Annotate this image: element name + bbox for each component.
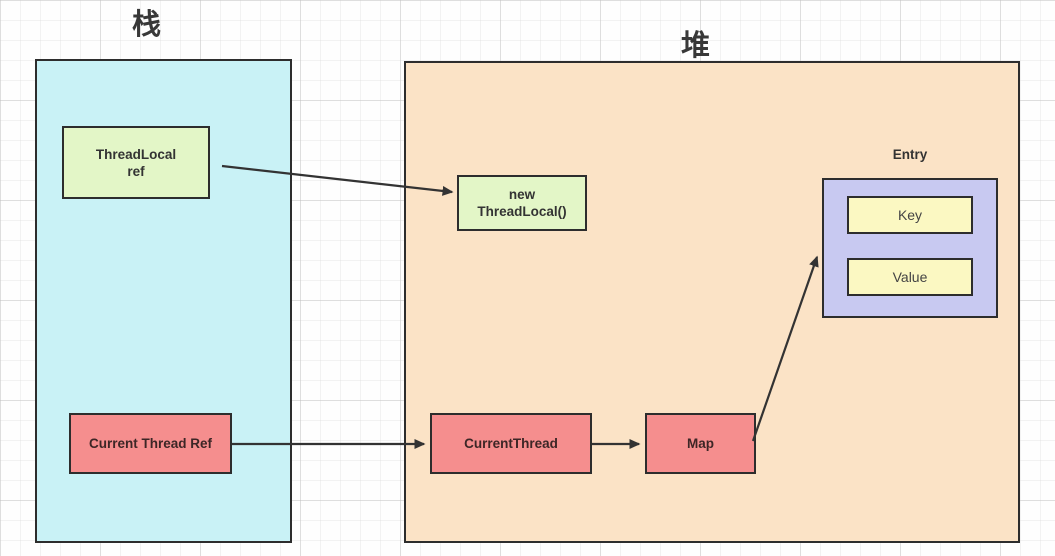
threadlocal-ref-label-line1: ThreadLocal bbox=[95, 146, 177, 162]
current-thread-ref-node: Current Thread Ref bbox=[69, 413, 232, 474]
entry-key-node: Key bbox=[847, 196, 973, 234]
entry-value-node: Value bbox=[847, 258, 973, 296]
map-node: Map bbox=[645, 413, 756, 474]
threadlocal-ref-label-line2: ref bbox=[127, 163, 145, 179]
entry-key-label: Key bbox=[897, 206, 923, 223]
new-threadlocal-label-line2: ThreadLocal() bbox=[477, 204, 567, 219]
threadlocal-ref-node: ThreadLocal ref bbox=[62, 126, 210, 199]
new-threadlocal-label-line1: new bbox=[508, 187, 536, 202]
current-thread-node: CurrentThread bbox=[430, 413, 592, 474]
entry-title: Entry bbox=[892, 147, 928, 162]
new-threadlocal-node: new ThreadLocal() bbox=[457, 175, 587, 231]
entry-value-label: Value bbox=[892, 268, 928, 285]
current-thread-ref-label: Current Thread Ref bbox=[88, 436, 213, 451]
stack-title: 栈 bbox=[131, 9, 162, 41]
current-thread-label: CurrentThread bbox=[464, 436, 558, 451]
map-label: Map bbox=[687, 436, 714, 451]
heap-title: 堆 bbox=[680, 30, 711, 62]
entry-container: Key Value bbox=[822, 178, 998, 318]
